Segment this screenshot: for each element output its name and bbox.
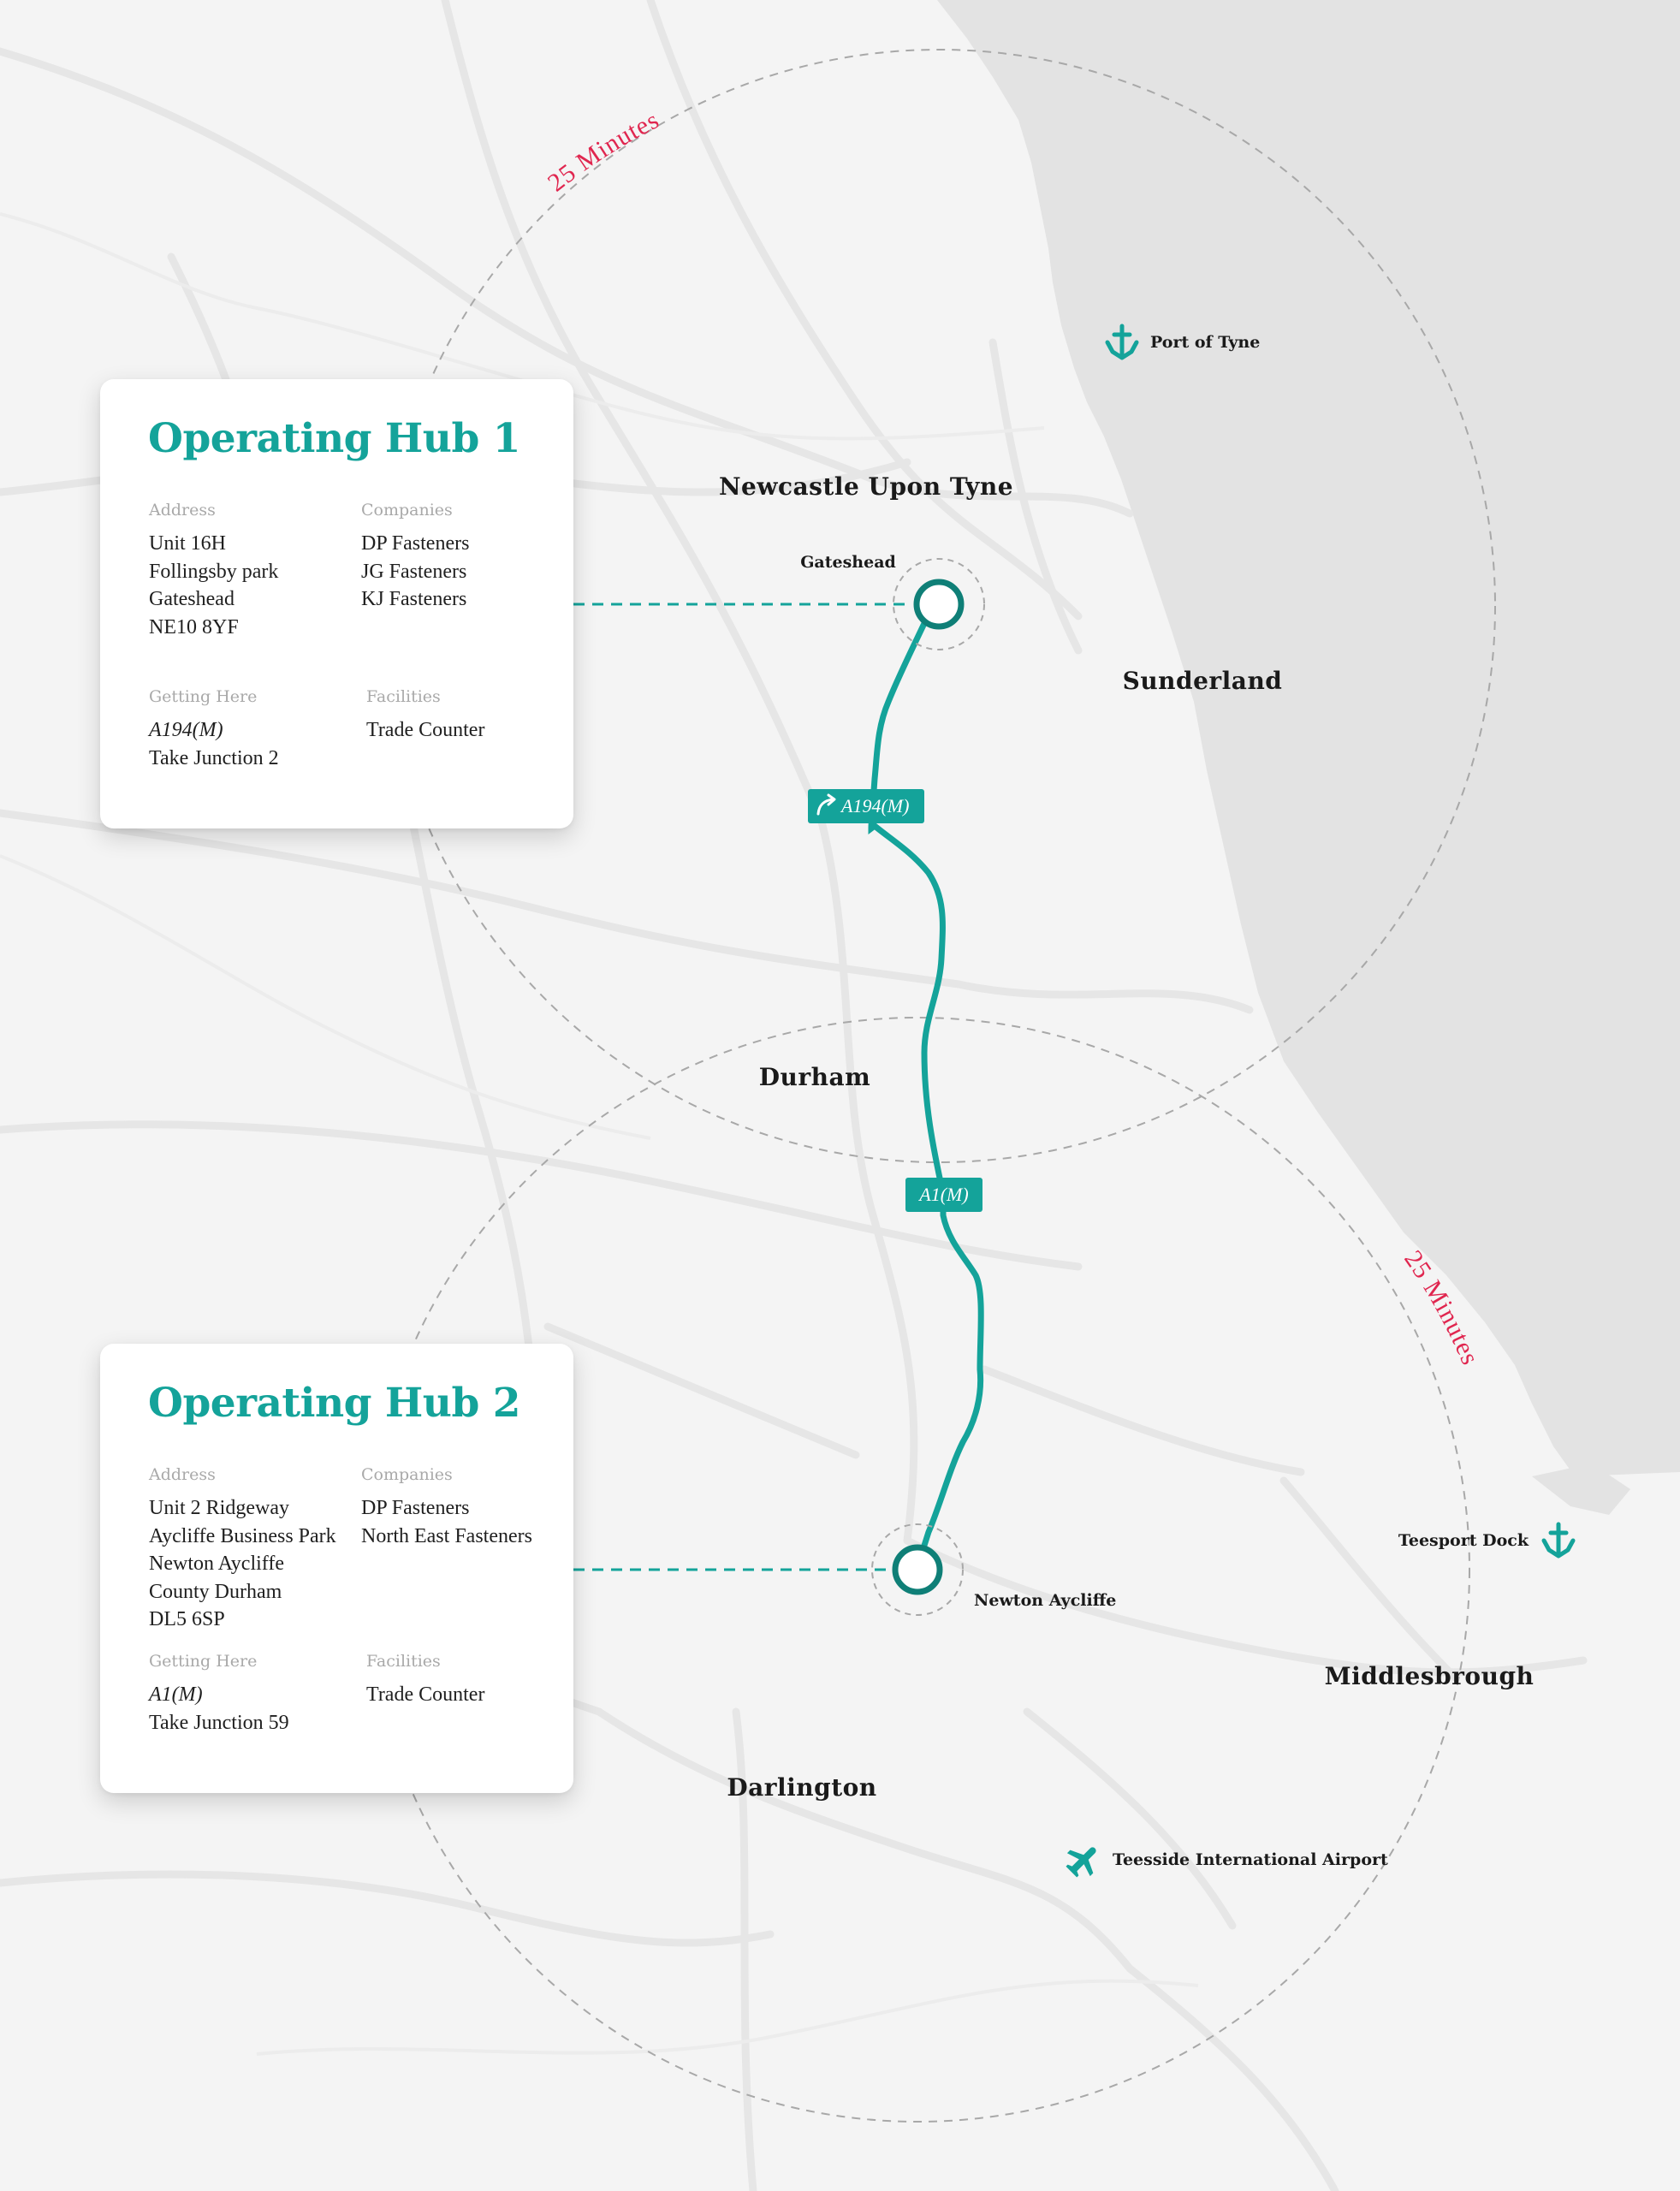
hub1-getting-here-road: A194(M) (149, 719, 223, 741)
tees-estuary (1532, 1464, 1630, 1515)
hub1-title: Operating Hub 1 (148, 415, 520, 462)
hub1-facilities-label: Facilities (366, 687, 441, 706)
hub2-getting-here-junction: Take Junction 59 (149, 1711, 289, 1734)
road-shield-a194m: A194(M) (808, 789, 924, 823)
anchor-icon (1105, 324, 1139, 360)
turn-right-arrow-icon (816, 793, 836, 816)
hub1-address-line: Gateshead (149, 588, 234, 610)
poi-label-teesport-dock: Teesport Dock (1398, 1531, 1529, 1550)
hub1-address-section: Address Unit 16H Follingsby park Gateshe… (149, 501, 371, 641)
hub1-companies-label: Companies (361, 501, 453, 520)
place-label-darlington: Darlington (727, 1773, 876, 1802)
hub2-marker (871, 1523, 964, 1616)
hub2-address-section: Address Unit 2 Ridgeway Aycliffe Busines… (149, 1465, 371, 1634)
hub2-facilities-value: Trade Counter (366, 1683, 485, 1706)
hub1-company: DP Fasteners (361, 532, 470, 555)
hub1-facilities-value: Trade Counter (366, 719, 485, 741)
hub2-company: North East Fasteners (361, 1524, 532, 1547)
hub2-card: Operating Hub 2 Address Unit 2 Ridgeway … (100, 1344, 573, 1793)
hub1-marker (893, 558, 985, 650)
hub1-card: Operating Hub 1 Address Unit 16H Folling… (100, 379, 573, 828)
poi-label-port-of-tyne: Port of Tyne (1150, 333, 1260, 352)
hub1-getting-here-label: Getting Here (149, 687, 258, 706)
place-label-durham: Durham (759, 1063, 871, 1091)
hub2-address-label: Address (149, 1465, 216, 1484)
road-label-a194m: A194(M) (840, 795, 909, 816)
hub2-address-line: Unit 2 Ridgeway (149, 1497, 289, 1519)
poi-label-teesside-airport: Teesside International Airport (1113, 1850, 1388, 1869)
hub1-address-line: NE10 8YF (149, 615, 239, 638)
route-line (868, 615, 984, 1554)
hub2-getting-here-section: Getting Here A1(M) Take Junction 59 (149, 1652, 371, 1737)
hub2-facilities-label: Facilities (366, 1652, 441, 1671)
road-shield-a1m: A1(M) (905, 1178, 982, 1212)
hub2-title: Operating Hub 2 (148, 1380, 520, 1427)
hub2-address-line: Aycliffe Business Park (149, 1524, 336, 1547)
hub2-getting-here-label: Getting Here (149, 1652, 258, 1671)
radius-circle-hub2 (365, 1017, 1470, 2123)
hub2-address-line: County Durham (149, 1580, 282, 1603)
place-label-middlesbrough: Middlesbrough (1325, 1662, 1535, 1690)
hub1-company: KJ Fasteners (361, 588, 467, 610)
hub1-facilities-section: Facilities Trade Counter (366, 687, 589, 745)
place-label-sunderland: Sunderland (1123, 667, 1283, 695)
hub2-companies-section: Companies DP Fasteners North East Fasten… (361, 1465, 584, 1550)
anchor-icon (1541, 1522, 1576, 1559)
hub1-address-label: Address (149, 501, 216, 520)
place-label-newton-aycliffe: Newton Aycliffe (974, 1591, 1116, 1610)
road-label-a1m: A1(M) (917, 1184, 968, 1205)
hub1-address-line: Unit 16H (149, 532, 226, 555)
hub2-companies-label: Companies (361, 1465, 453, 1484)
place-label-newcastle: Newcastle Upon Tyne (719, 472, 1013, 501)
hub2-company: DP Fasteners (361, 1497, 470, 1519)
hub2-facilities-section: Facilities Trade Counter (366, 1652, 589, 1709)
hub1-getting-here-junction: Take Junction 2 (149, 746, 279, 769)
river-lines (0, 212, 1199, 2056)
place-label-gateshead: Gateshead (800, 553, 896, 572)
hub1-address-line: Follingsby park (149, 560, 279, 583)
hub2-getting-here-road: A1(M) (149, 1683, 203, 1706)
plane-icon (1066, 1847, 1096, 1878)
hub1-company: JG Fasteners (361, 560, 467, 583)
hub1-companies-section: Companies DP Fasteners JG Fasteners KJ F… (361, 501, 584, 614)
sea-area (937, 0, 1680, 1476)
hub2-address-line: DL5 6SP (149, 1608, 225, 1630)
hub2-address-line: Newton Aycliffe (149, 1553, 284, 1575)
hub1-getting-here-section: Getting Here A194(M) Take Junction 2 (149, 687, 371, 772)
